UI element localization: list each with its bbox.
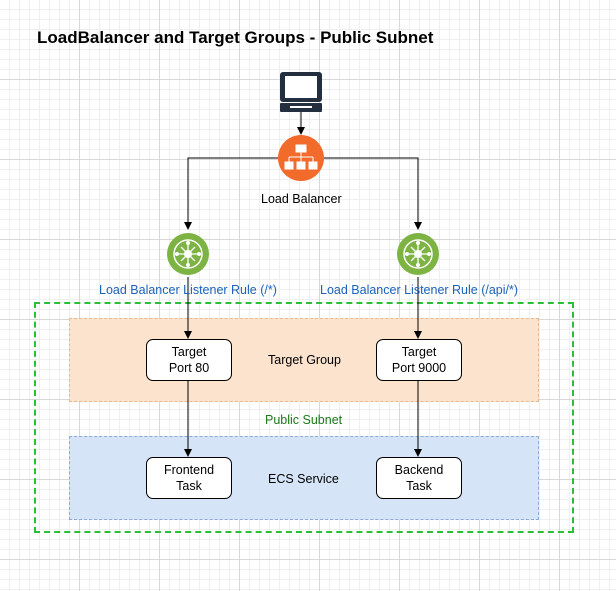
computer-icon (280, 72, 322, 112)
listener-rule-right-icon (397, 233, 439, 275)
listener-rule-right-label: Load Balancer Listener Rule (/api/*) (320, 283, 519, 297)
edge-lb-to-right-rule (323, 157, 422, 230)
backend-task-node: Backend Task (376, 457, 462, 499)
frontend-task-node: Frontend Task (146, 457, 232, 499)
target-port-9000-node: Target Port 9000 (376, 339, 462, 381)
listener-rule-left-label: Load Balancer Listener Rule (/*) (99, 283, 277, 297)
public-subnet-label: Public Subnet (265, 413, 343, 427)
listener-rule-left-icon (167, 233, 209, 275)
edge-lb-to-left-rule (184, 157, 279, 230)
diagram-title: LoadBalancer and Target Groups - Public … (37, 28, 434, 47)
target-port-80-node: Target Port 80 (146, 339, 232, 381)
ecs-service-label: ECS Service (268, 472, 339, 486)
target-group-label: Target Group (268, 353, 341, 367)
load-balancer-icon (278, 135, 324, 181)
public-subnet-boundary (34, 302, 574, 533)
load-balancer-label: Load Balancer (261, 192, 342, 206)
